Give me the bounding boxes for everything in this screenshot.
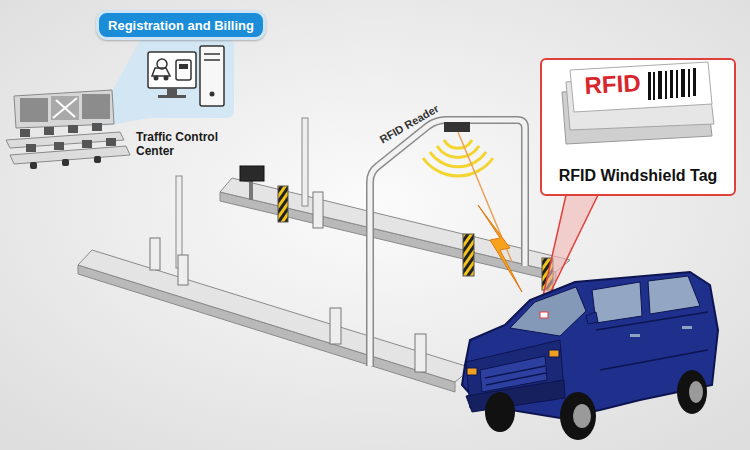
computer-tower (200, 46, 224, 106)
island-side (220, 192, 556, 281)
rfid-reader (444, 122, 470, 132)
desk-monitor (82, 140, 92, 148)
bollard (150, 238, 160, 270)
door-handle (682, 326, 692, 329)
traffic-island (220, 178, 570, 272)
part-label: Traffic Control Center (136, 131, 232, 159)
search-icon (157, 59, 167, 69)
car-headlight (467, 368, 477, 375)
car-headlight (549, 350, 559, 357)
barcode-bar (670, 70, 673, 98)
striped-bollard (463, 234, 474, 276)
car-icon-wheel (154, 76, 159, 81)
barcode-bar (676, 70, 678, 98)
desk-monitor (20, 129, 30, 137)
car-icon-wheel (164, 76, 169, 81)
barcode-bar (648, 72, 651, 100)
radio-wave (430, 152, 486, 167)
billing-box: Registration and Billing (96, 10, 266, 40)
map-roads (53, 98, 77, 118)
radio-wave (437, 146, 479, 157)
monitor-base (158, 95, 186, 98)
node-text: RFID Windshield Tag (559, 167, 718, 185)
id-card-icon (176, 60, 191, 80)
desk-monitor (92, 123, 102, 131)
operator-chair (30, 162, 37, 169)
bollard (415, 334, 426, 372)
wheel-hub (573, 404, 591, 428)
wall-screen (82, 94, 110, 119)
bollard (330, 308, 341, 344)
video-wall (14, 90, 114, 128)
signal-bolt (478, 205, 522, 292)
bollard (178, 255, 188, 285)
traffic-island (78, 250, 472, 382)
wall-screen (20, 98, 48, 122)
barcode-bar (681, 69, 685, 97)
lamp-pole (302, 118, 308, 206)
bollard (313, 192, 323, 228)
operator-chair (62, 159, 69, 166)
power-button (210, 92, 215, 97)
striped-bollard (278, 186, 288, 222)
desk-monitor (106, 138, 116, 146)
car-bumper (466, 380, 565, 412)
car-window (648, 276, 700, 314)
radio-wave (423, 158, 493, 176)
wall-screen (51, 96, 79, 120)
barcode-bar (688, 69, 690, 97)
barcode-bar (693, 68, 696, 96)
part-label: RFID Reader (378, 96, 453, 146)
car-wheel (677, 370, 707, 414)
tower-slot (204, 59, 220, 61)
grille-bar (485, 366, 546, 385)
radio-wave (444, 140, 472, 148)
monitor-stand (167, 88, 177, 95)
wheel-hub (689, 381, 703, 403)
barcode-bar (665, 71, 667, 99)
display-board (240, 166, 264, 181)
barcode-bar (653, 72, 655, 100)
car-door-line (596, 312, 708, 370)
car-wheel (485, 392, 515, 432)
island-side (78, 265, 455, 392)
computer-monitor (148, 52, 196, 88)
id-card-photo (179, 64, 188, 69)
door-handle (630, 334, 640, 337)
desk-monitor (68, 125, 78, 133)
barcode-bar (658, 71, 662, 99)
tag-logo-text: RFID (584, 70, 655, 98)
car-wheel (560, 392, 596, 440)
car-windshield (510, 287, 586, 336)
desk-monitor (44, 127, 54, 135)
windshield-tag (540, 312, 548, 318)
car-window (592, 282, 642, 323)
sign-post (249, 180, 253, 200)
tower-slot (204, 53, 220, 55)
side-mirror (586, 312, 598, 324)
node-text: Registration and Billing (108, 18, 254, 33)
desk-monitor (26, 144, 36, 152)
desk-monitor (54, 142, 64, 150)
lamp-pole (176, 176, 182, 268)
operator-chair (94, 156, 101, 163)
tag-face (570, 62, 712, 112)
